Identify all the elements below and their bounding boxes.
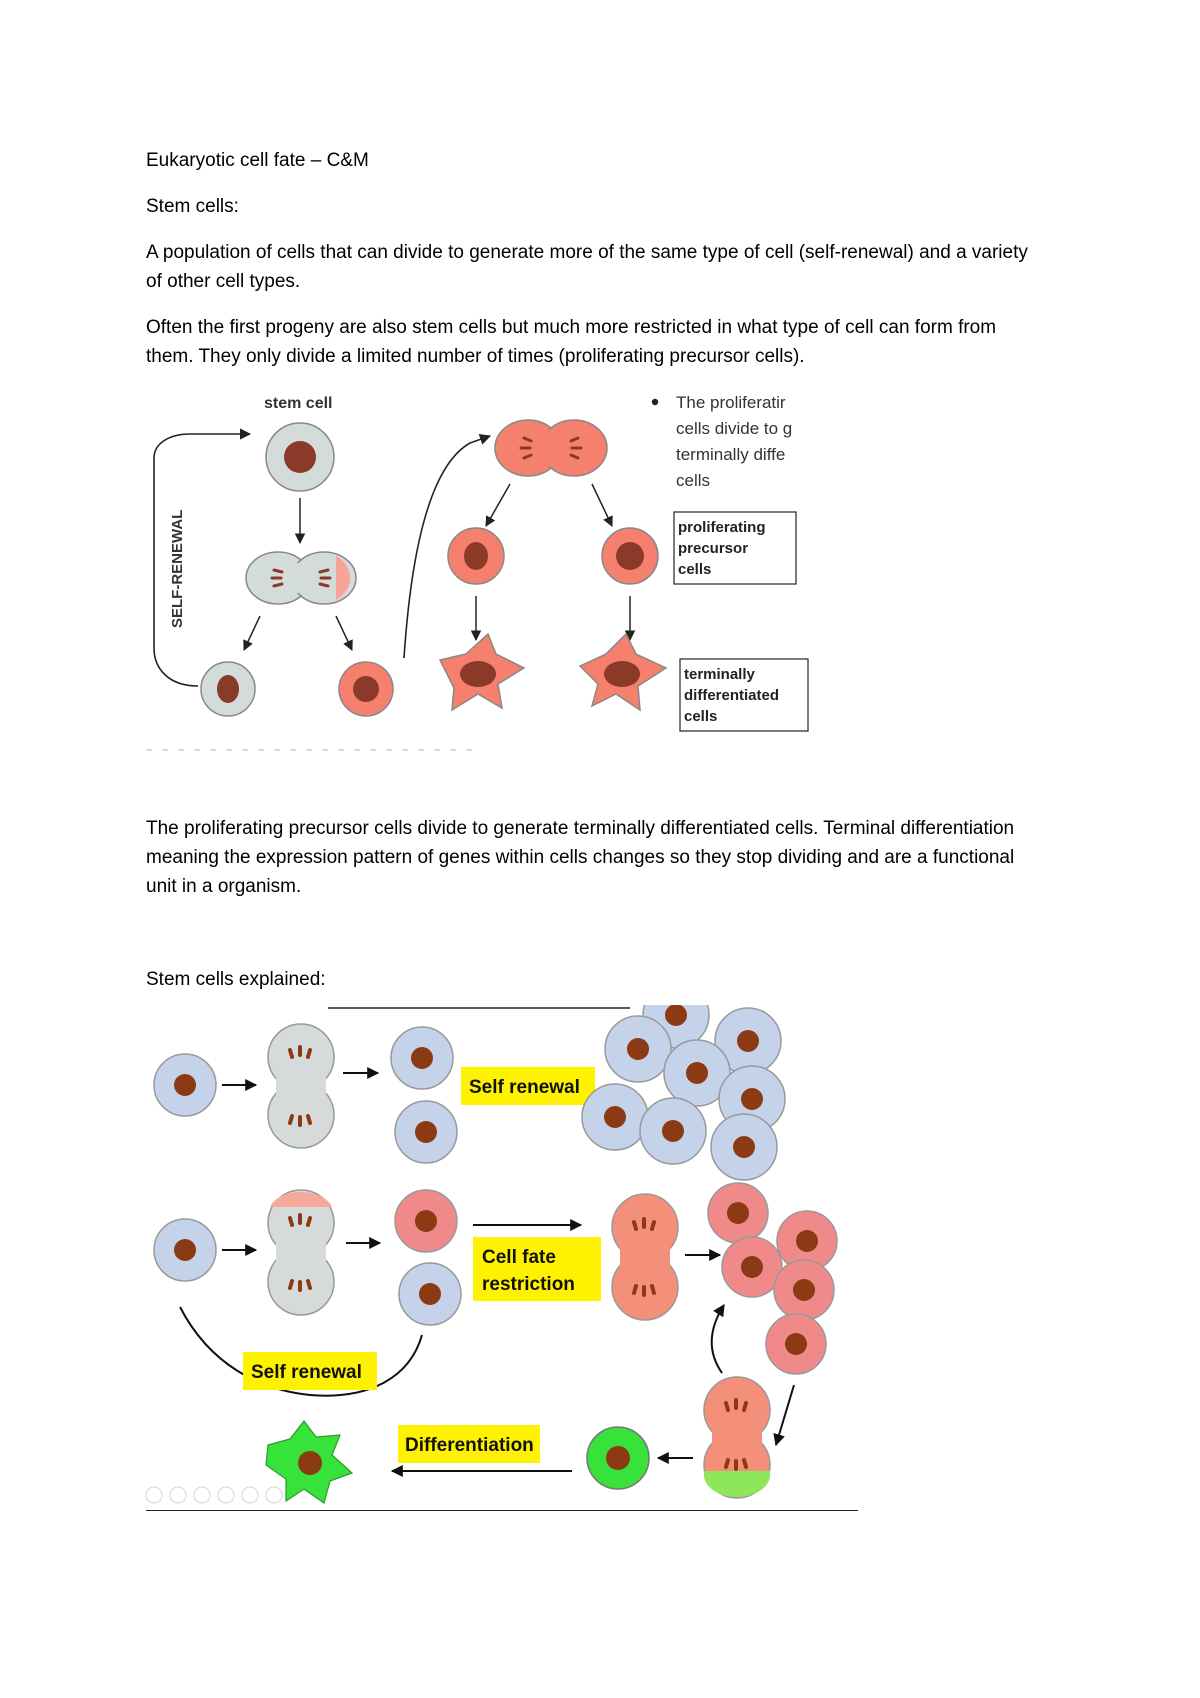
blue-cell-cluster: [581, 1005, 786, 1181]
svg-text:cells divide to g: cells divide to g: [676, 419, 792, 438]
svg-text:Self renewal: Self renewal: [469, 1077, 580, 1098]
document-title: Eukaryotic cell fate – C&M: [146, 150, 369, 171]
stem-cell-lineage-figure: stem cell SELF-RENEWAL: [146, 393, 809, 751]
svg-text:terminally diffe: terminally diffe: [676, 445, 785, 464]
svg-text:cells: cells: [676, 471, 710, 490]
precursor-label-box: proliferating precursor cells: [673, 511, 797, 585]
dividing-precursor-cell: [494, 419, 608, 477]
restricted-red-cell: [394, 1189, 458, 1253]
self-renewal-label-top: Self renewal: [461, 1067, 595, 1105]
svg-text:differentiated: differentiated: [684, 687, 779, 704]
svg-text:cells: cells: [684, 708, 717, 725]
video-controls-strip: [145, 1486, 283, 1504]
terminal-differentiation-paragraph: The proliferating precursor cells divide…: [146, 818, 1015, 897]
precursor-arrow: [403, 434, 492, 659]
green-committed-cell: [586, 1426, 650, 1490]
figure-bottom-rule: [146, 1510, 858, 1511]
dividing-cell-renewal: [267, 1023, 335, 1149]
renewed-blue-cell: [398, 1262, 462, 1326]
daughter-stem-cell: [200, 661, 256, 717]
stem-cells-explained-heading: Stem cells explained:: [146, 969, 326, 990]
terminal-label-box: terminally differentiated cells: [679, 658, 809, 732]
arrow-precursor-left: [485, 483, 511, 527]
bullet-note: The proliferatir cells divide to g termi…: [651, 393, 792, 490]
svg-text:restriction: restriction: [482, 1274, 575, 1295]
svg-text:proliferating: proliferating: [678, 519, 766, 536]
stem-cell: [265, 422, 335, 492]
arrow-precursor-right: [591, 483, 613, 527]
blue-stem-cell-2: [153, 1218, 217, 1282]
progeny-paragraph: Often the first progeny are also stem ce…: [146, 317, 997, 367]
differentiation-label: Differentiation: [398, 1425, 540, 1463]
dividing-cell-restriction: [267, 1189, 335, 1316]
self-renewal-arrow: [153, 428, 252, 687]
svg-text:terminally: terminally: [684, 666, 756, 683]
precursor-cell-right: [601, 527, 659, 585]
self-renewal-label-bottom: Self renewal: [243, 1352, 377, 1390]
self-renewal-loop: [179, 1306, 423, 1397]
renewed-cell-bottom: [394, 1100, 458, 1164]
blue-stem-cell: [153, 1053, 217, 1117]
dividing-differentiating-cell: [703, 1376, 771, 1499]
differentiated-green-cell: [265, 1420, 354, 1504]
arrow-right: [335, 615, 353, 651]
renewed-cell-top: [390, 1026, 454, 1090]
svg-text:cells: cells: [678, 561, 711, 578]
svg-text:The proliferatir: The proliferatir: [676, 393, 786, 412]
svg-text:Cell fate: Cell fate: [482, 1247, 556, 1268]
stem-cells-explained-figure: Self renewal: [145, 1005, 838, 1504]
svg-text:Differentiation: Differentiation: [405, 1435, 534, 1456]
terminal-cell-right: [578, 632, 668, 712]
stem-cells-heading: Stem cells:: [146, 196, 239, 217]
daughter-precursor-cell: [338, 661, 394, 717]
svg-text:Self renewal: Self renewal: [251, 1362, 362, 1383]
dividing-red-cell: [611, 1193, 679, 1321]
red-cell-cluster: [707, 1182, 838, 1375]
population-paragraph: A population of cells that can divide to…: [146, 242, 1028, 292]
svg-text:precursor: precursor: [678, 540, 748, 557]
cell-fate-restriction-label: Cell fate restriction: [473, 1237, 601, 1301]
terminal-cell-left: [438, 632, 526, 712]
arrow-left: [243, 615, 261, 651]
precursor-cell-left: [447, 527, 505, 585]
dividing-stem-cell: [245, 551, 357, 605]
stem-cell-label: stem cell: [264, 395, 332, 412]
self-renewal-label: SELF-RENEWAL: [169, 510, 186, 628]
